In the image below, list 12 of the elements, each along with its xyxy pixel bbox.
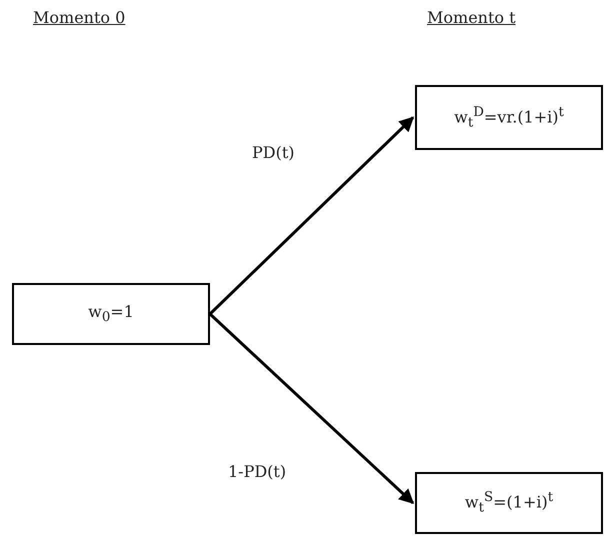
- formula-text: w$_{t}$$^{S}$=(1+i)$^{t}$: [464, 490, 554, 516]
- column-heading: Momento 0: [33, 8, 126, 27]
- formula-text: w$_{0}$=1: [88, 302, 134, 326]
- formula-box: [415, 472, 603, 534]
- edge-label: PD(t): [252, 143, 295, 162]
- arrow: [208, 116, 414, 316]
- edge-label: 1-PD(t): [228, 462, 286, 481]
- formula-box: [12, 283, 210, 345]
- formula-text: w$_{t}$$^{D}$=vr.(1+i)$^{t}$: [454, 104, 564, 130]
- arrow: [208, 312, 414, 504]
- column-heading: Momento t: [427, 8, 516, 27]
- formula-box: [415, 85, 603, 150]
